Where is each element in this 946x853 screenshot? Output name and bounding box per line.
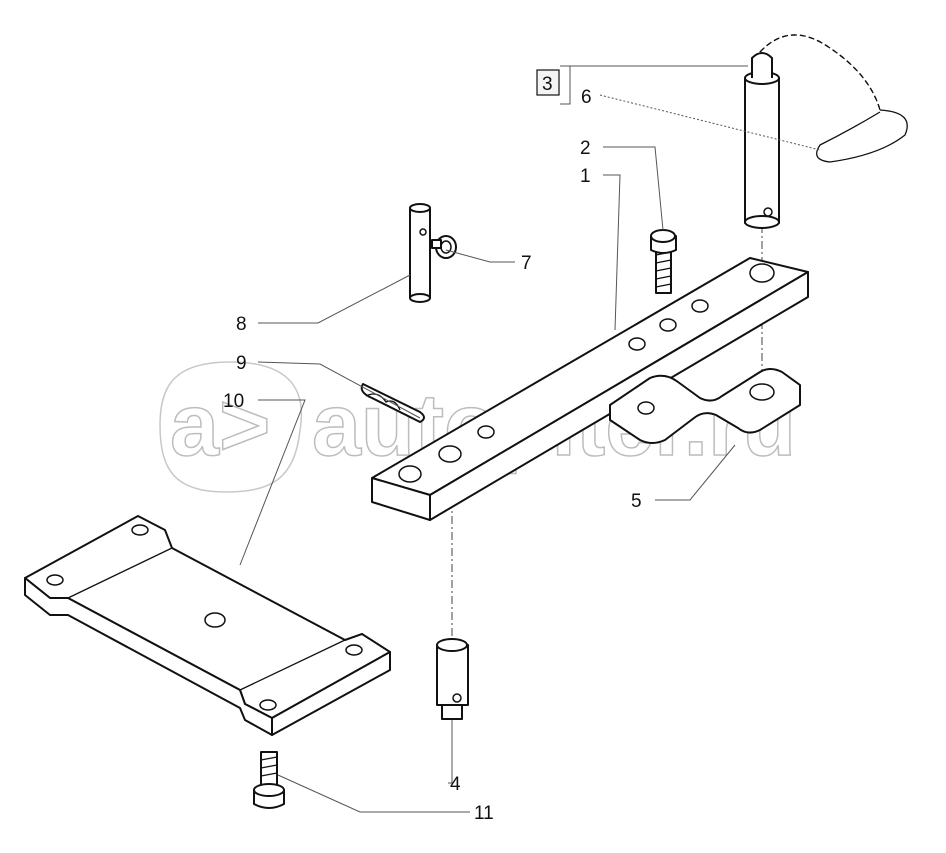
callout-5: 5 [631,491,642,512]
callout-8: 8 [236,314,247,335]
callout-7: 7 [521,253,532,274]
part-5-bracket [609,368,801,444]
callout-3: 3 [542,74,553,95]
part-1-drawbar [371,257,809,521]
part-4-pin [436,638,469,720]
leader-lines [239,65,821,813]
part-7-clip [431,235,457,259]
callout-2: 2 [580,138,591,159]
part-11-bolt [253,751,285,809]
callout-4: 4 [450,774,461,795]
part-2-bolt [650,229,677,294]
callout-10: 10 [223,391,244,412]
callout-11: 11 [474,803,494,824]
watermark-logo: a> [170,375,270,474]
part-10-plate [24,515,391,736]
callout-3-box [536,69,560,96]
callout-9: 9 [236,353,247,374]
callout-1: 1 [580,166,591,187]
part-8-pin [409,203,431,303]
watermark-logo-outline [159,361,303,493]
part-3-pin-with-chain [744,34,908,229]
callout-6: 6 [581,87,592,108]
